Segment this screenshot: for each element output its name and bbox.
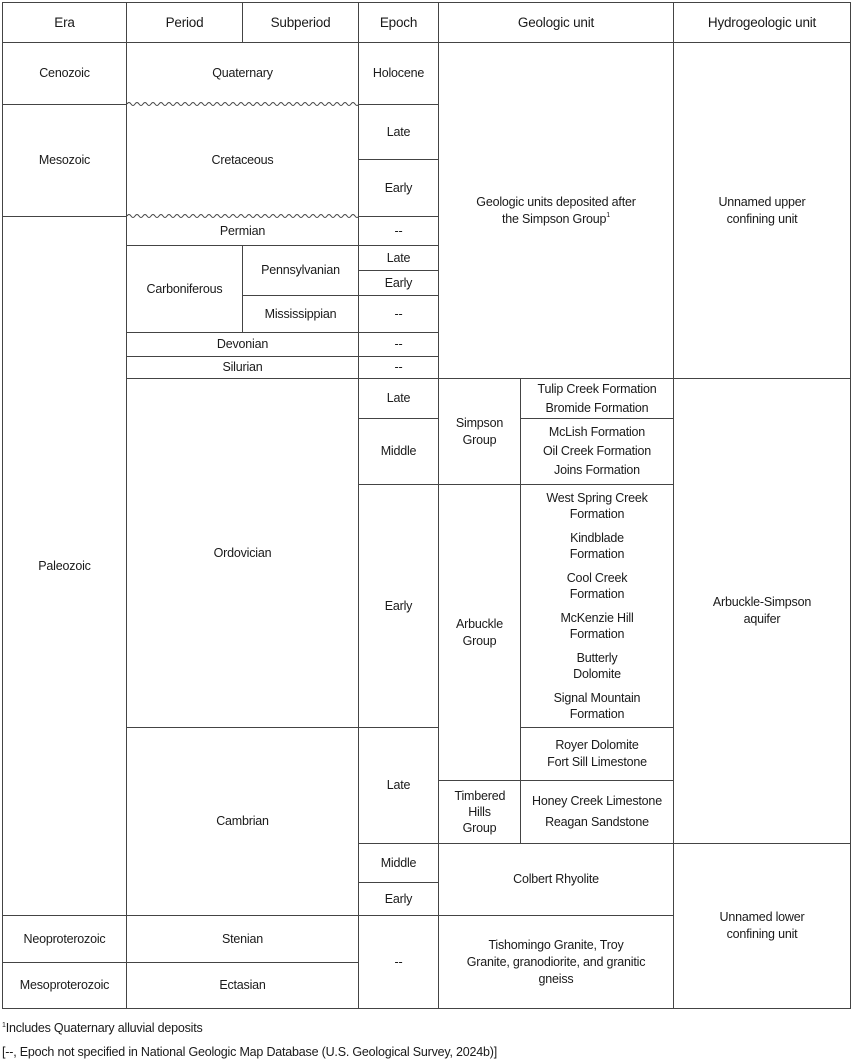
- footnote-mark: 1: [2, 1022, 6, 1029]
- hydro-lower: Unnamed lower confining unit: [673, 843, 851, 1009]
- arbuckle-early-units: West Spring Creek Formation Kindblade Fo…: [520, 484, 674, 728]
- unconformity-wave: [126, 214, 360, 218]
- unit-butterly: Butterly Dolomite: [573, 650, 621, 682]
- unit-fort-sill: Fort Sill Limestone: [547, 755, 647, 769]
- post-simpson-wrap: Geologic units deposited after the Simps…: [471, 194, 641, 228]
- unconformity-wave: [126, 102, 360, 106]
- unit-joins: Joins Formation: [554, 463, 640, 477]
- unit-mclish: McLish Formation: [548, 425, 646, 439]
- hydro-upper: Unnamed upper confining unit: [673, 42, 851, 379]
- unit-signal-mountain: Signal Mountain Formation: [553, 690, 641, 722]
- footnote-2: [--, Epoch not specified in National Geo…: [2, 1045, 498, 1059]
- hydro-upper-text: Unnamed upper confining unit: [718, 194, 806, 226]
- basement-text: Tishomingo Granite, Troy Granite, granod…: [466, 937, 646, 986]
- arbuckle-group-label: Arbuckle Group: [455, 616, 504, 648]
- hydro-aquifer-text: Arbuckle-Simpson aquifer: [712, 595, 812, 626]
- simpson-group-label: Simpson Group: [455, 415, 504, 447]
- unit-cool-creek: Cool Creek Formation: [566, 570, 628, 602]
- post-simpson-text: Geologic units deposited after the Simps…: [476, 194, 636, 226]
- unit-west-spring-creek: West Spring Creek Formation: [546, 490, 648, 522]
- footnote-1-text: Includes Quaternary alluvial deposits: [5, 1021, 203, 1035]
- unit-reagan: Reagan Sandstone: [545, 815, 649, 829]
- unit-mckenzie-hill: McKenzie Hill Formation: [560, 610, 634, 642]
- unit-kindblade: Kindblade Formation: [569, 530, 625, 562]
- footnote-1: 1Includes Quaternary alluvial deposits: [2, 1021, 203, 1035]
- unit-oil-creek: Oil Creek Formation: [542, 444, 652, 458]
- unit-tulip-creek: Tulip Creek Formation: [537, 381, 657, 396]
- unit-honey-creek: Honey Creek Limestone: [532, 794, 662, 808]
- geologic-basement: Tishomingo Granite, Troy Granite, granod…: [438, 915, 674, 1009]
- unit-royer: Royer Dolomite: [555, 738, 639, 752]
- footnote-ref: 1: [606, 211, 610, 219]
- hydro-lower-text: Unnamed lower confining unit: [719, 910, 805, 941]
- unit-bromide: Bromide Formation: [545, 400, 649, 415]
- timbered-hills-label: Timbered Hills Group: [454, 789, 506, 835]
